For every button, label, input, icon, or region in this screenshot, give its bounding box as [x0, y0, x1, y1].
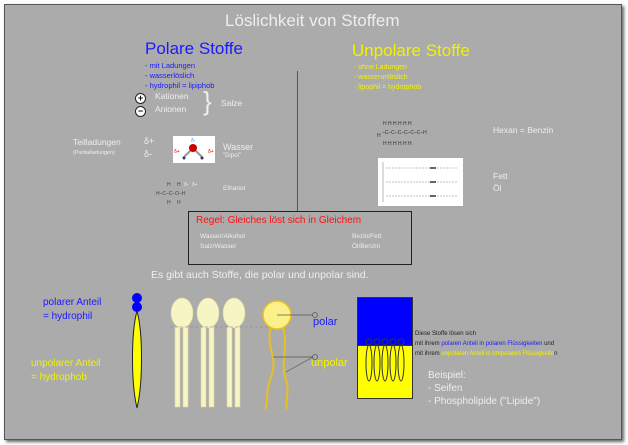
bullet: - wasserlöslich	[145, 71, 195, 80]
svg-text:H H H H H H: H H H H H H	[383, 141, 412, 147]
highlight: unpolaren Anteil in umpolaren Flüssigkei…	[441, 351, 555, 357]
page-title: Löslichkeit von Stoffem	[225, 11, 400, 30]
example-item: - Seifen	[428, 383, 463, 394]
unpolar-heading: Unpolare Stoffe	[352, 41, 470, 60]
desc-line: Diese Stoffe lösen sich	[415, 331, 476, 337]
bullet: - wasserunlöslich	[354, 74, 408, 81]
svg-text:H: H	[377, 133, 381, 139]
delta-plus: δ+	[144, 136, 155, 146]
text: n	[554, 351, 558, 357]
wasser-label: Wasser	[223, 142, 254, 152]
teilladungen-label: Teilladungen	[73, 137, 121, 147]
description: Diese Stoffe lösen sich mit ihrem polare…	[415, 329, 557, 359]
bullet: - hydrophil = lipiphob	[145, 81, 215, 90]
slide: Löslichkeit von Stoffem Polare Stoffe - …	[4, 4, 622, 440]
ethanol-label: Ethanol	[223, 185, 246, 192]
unpolar-bullets: - ohne Ladungen - wasserunlöslich - lipoph…	[354, 63, 421, 93]
example: Salz/Wasser	[200, 243, 237, 250]
bullet: - ohne Ladungen	[354, 64, 407, 71]
delta-minus: δ-	[144, 149, 153, 159]
brace-icon: }	[203, 86, 212, 116]
text: mit ihrem	[415, 341, 442, 347]
anionen-label: Anionen	[155, 104, 187, 114]
svg-text:δ+: δ+	[192, 182, 198, 188]
hexane-structure: H–C–C–C–C–C–C–H H H H H H H H H H H H H	[377, 121, 427, 147]
unpolar-label: unpolar	[311, 357, 348, 369]
svg-text:H: H	[177, 200, 181, 206]
highlight: polaren Anteil in polaren Flüssigkeiten	[441, 341, 543, 347]
rule-box: Regel: Gleiches löst sich in Gleichem Wa…	[188, 211, 412, 265]
svg-text:H: H	[167, 200, 171, 206]
svg-text:δ-: δ-	[184, 182, 189, 188]
svg-text:H–C–C–O–H: H–C–C–O–H	[156, 191, 186, 197]
text: mit ihrem	[415, 351, 442, 357]
partial-label: (Partialladungen)	[73, 150, 115, 156]
fat-structure	[378, 158, 463, 206]
svg-text:δ+: δ+	[208, 149, 214, 155]
micelle-beaker-diagram	[357, 297, 413, 399]
fett-label: Fett	[493, 171, 508, 181]
both-sentence: Es gibt auch Stoffe, die polar und unpol…	[151, 269, 369, 281]
phospholipid-molecules	[170, 297, 280, 408]
svg-text:δ-: δ-	[191, 138, 196, 144]
svg-text:H H H H H H: H H H H H H	[383, 121, 412, 127]
beispiel: Beispiel: - Seifen - Phospholipide ("Lip…	[428, 369, 540, 408]
example: Wasser/Alkohol	[200, 233, 245, 240]
dipol-label: "Dipol"	[223, 153, 241, 159]
rule-title: Regel: Gleiches löst sich in Gleichem	[196, 215, 362, 226]
hydrophil-label: = hydrophil	[43, 311, 93, 322]
divider	[297, 71, 298, 211]
example: Bezin/Fett	[352, 233, 382, 240]
hydrophob-label: = hydrophob	[31, 372, 87, 383]
water-molecule-diagram: δ-δ+ δ+	[173, 136, 215, 163]
polar-part-label: polarer Anteil	[43, 297, 102, 308]
minus-icon: −	[135, 106, 146, 117]
desc-line: mit ihrem unpolaren Anteil in umpolaren …	[415, 349, 557, 359]
svg-text:δ+: δ+	[174, 149, 180, 155]
polar-bullets: - mit Ladungen- wasserlöslich- hydrophil…	[145, 61, 214, 91]
kationen-label: Kationen	[155, 91, 189, 101]
bullet: - mit Ladungen	[145, 61, 196, 70]
oel-label: Öl	[493, 183, 502, 193]
unpolar-part-label: unpolarer Anteil	[31, 358, 101, 369]
svg-text:–C–C–C–C–C–C–H: –C–C–C–C–C–C–H	[382, 130, 427, 136]
amphiphile-model	[132, 293, 142, 409]
plus-icon: +	[135, 93, 146, 104]
beispiel-title: Beispiel:	[428, 370, 466, 381]
lipid-schematic	[262, 300, 318, 410]
example: Öl/Benzin	[352, 243, 381, 250]
hexan-label: Hexan = Benzin	[493, 125, 554, 135]
svg-text:H: H	[167, 182, 171, 188]
bullet: - lipophil = hydrophob	[354, 84, 422, 91]
polar-heading: Polare Stoffe	[145, 39, 243, 58]
desc-line: mit ihrem polaren Anteil in polaren Flüs…	[415, 339, 557, 349]
text: und	[542, 341, 555, 347]
example-item: - Phospholipide ("Lipide")	[428, 396, 541, 407]
svg-text:H: H	[177, 182, 181, 188]
polar-label: polar	[313, 316, 338, 328]
salze-label: Salze	[221, 98, 243, 108]
